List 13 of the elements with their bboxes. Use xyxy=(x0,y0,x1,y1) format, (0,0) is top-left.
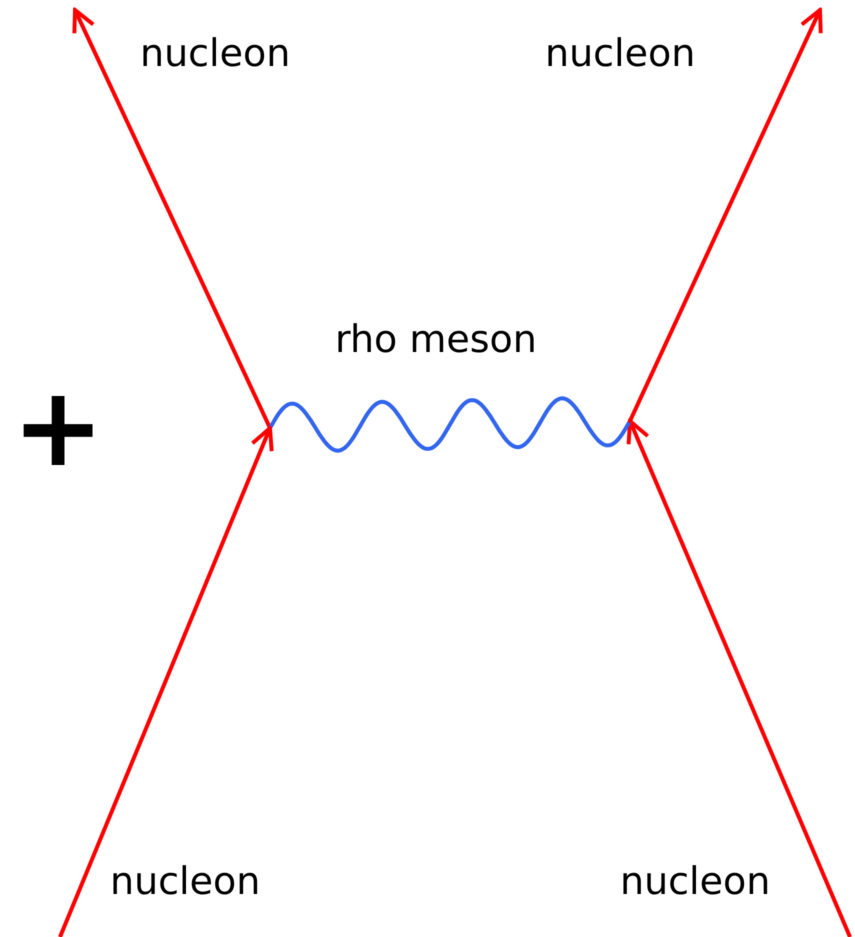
particle-label: nucleon xyxy=(545,34,696,72)
particle-label: nucleon xyxy=(140,34,290,72)
particle-label: nucleon xyxy=(110,862,260,900)
vertex-dot xyxy=(268,426,272,430)
plus-sign: + xyxy=(12,372,104,482)
arrow xyxy=(628,8,823,422)
particle-label: nucleon xyxy=(620,862,770,900)
wavy-line xyxy=(268,396,632,453)
arrow xyxy=(58,426,274,937)
vertex-dot xyxy=(628,419,632,423)
edge-label: rho meson xyxy=(335,320,537,358)
arrow xyxy=(72,8,272,429)
arrow xyxy=(626,419,852,937)
